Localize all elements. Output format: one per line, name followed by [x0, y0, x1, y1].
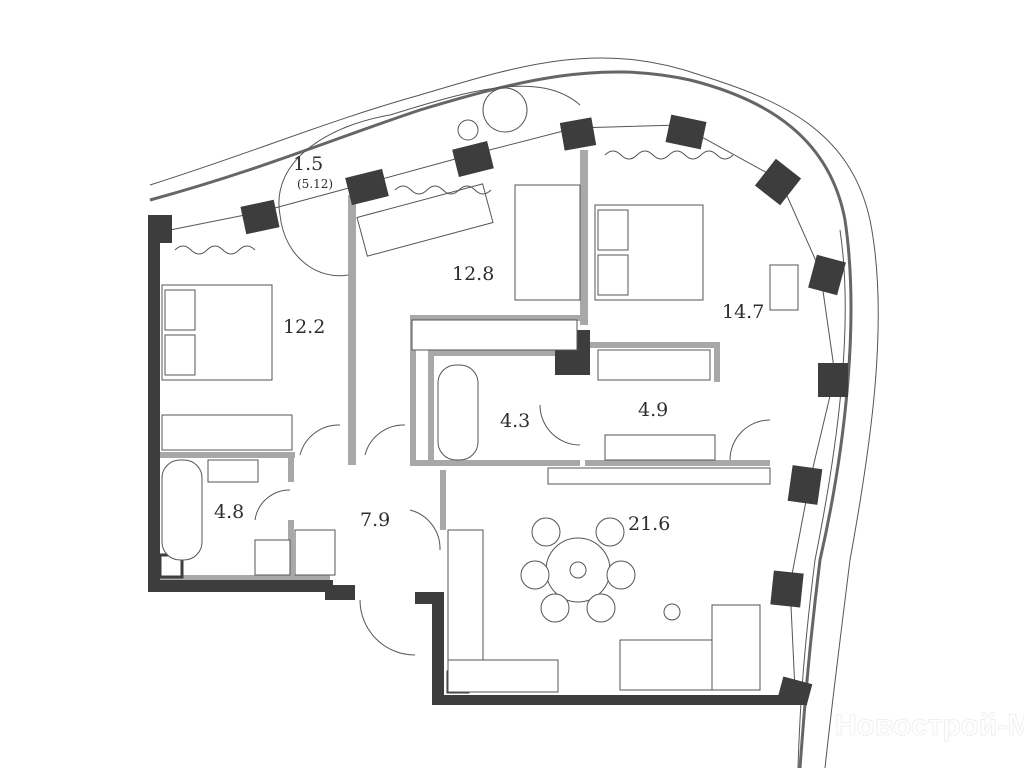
- entrance-door-swing: [359, 599, 416, 656]
- curtain: [604, 150, 734, 160]
- bathtub-left: [161, 459, 203, 561]
- room-area-study: 12.8: [452, 263, 494, 285]
- shelf-hall: [294, 529, 336, 576]
- door-swing: [409, 509, 441, 551]
- room-area-hall: 7.9: [360, 509, 390, 531]
- watermark: Новострой-М: [835, 709, 1024, 742]
- balcony-arc: [279, 214, 349, 277]
- room-area-bathroom-center: 4.3: [500, 410, 530, 432]
- bathtub-center: [437, 364, 479, 461]
- door-swing: [364, 424, 406, 456]
- bed-study: [514, 184, 581, 301]
- armchair: [482, 87, 528, 133]
- desk: [356, 183, 494, 257]
- room-area-balcony: 1.5: [293, 153, 323, 175]
- room-area-bedroom-right: 14.7: [722, 301, 764, 323]
- speaker: [769, 264, 799, 311]
- curtain: [174, 245, 256, 255]
- kitchen-counter-bottom: [447, 659, 559, 693]
- washer: [254, 539, 291, 576]
- wardrobe-study: [411, 319, 578, 351]
- door-swing: [729, 419, 771, 461]
- curtain: [394, 185, 492, 195]
- door-swing: [254, 489, 291, 521]
- terrace-outer-edge: [149, 57, 879, 768]
- partition: [547, 467, 771, 485]
- room-area-bedroom-left: 12.2: [283, 316, 325, 338]
- wardrobe-left: [161, 414, 293, 451]
- room-area-balcony-total: (5.12): [297, 177, 333, 191]
- wardrobe-shelf: [597, 349, 711, 381]
- terrace-inner-edge: [149, 70, 853, 768]
- room-area-living-kitchen: 21.6: [628, 513, 670, 535]
- room-area-wardrobe: 4.9: [638, 399, 668, 421]
- furniture: [161, 87, 799, 693]
- room-area-bathroom-left: 4.8: [214, 501, 244, 523]
- balcony-bay: [278, 85, 581, 216]
- dresser: [604, 434, 716, 461]
- door-swing: [299, 424, 341, 456]
- sink-left: [207, 459, 259, 483]
- door-swing: [539, 404, 581, 446]
- sofa-chaise: [711, 604, 761, 691]
